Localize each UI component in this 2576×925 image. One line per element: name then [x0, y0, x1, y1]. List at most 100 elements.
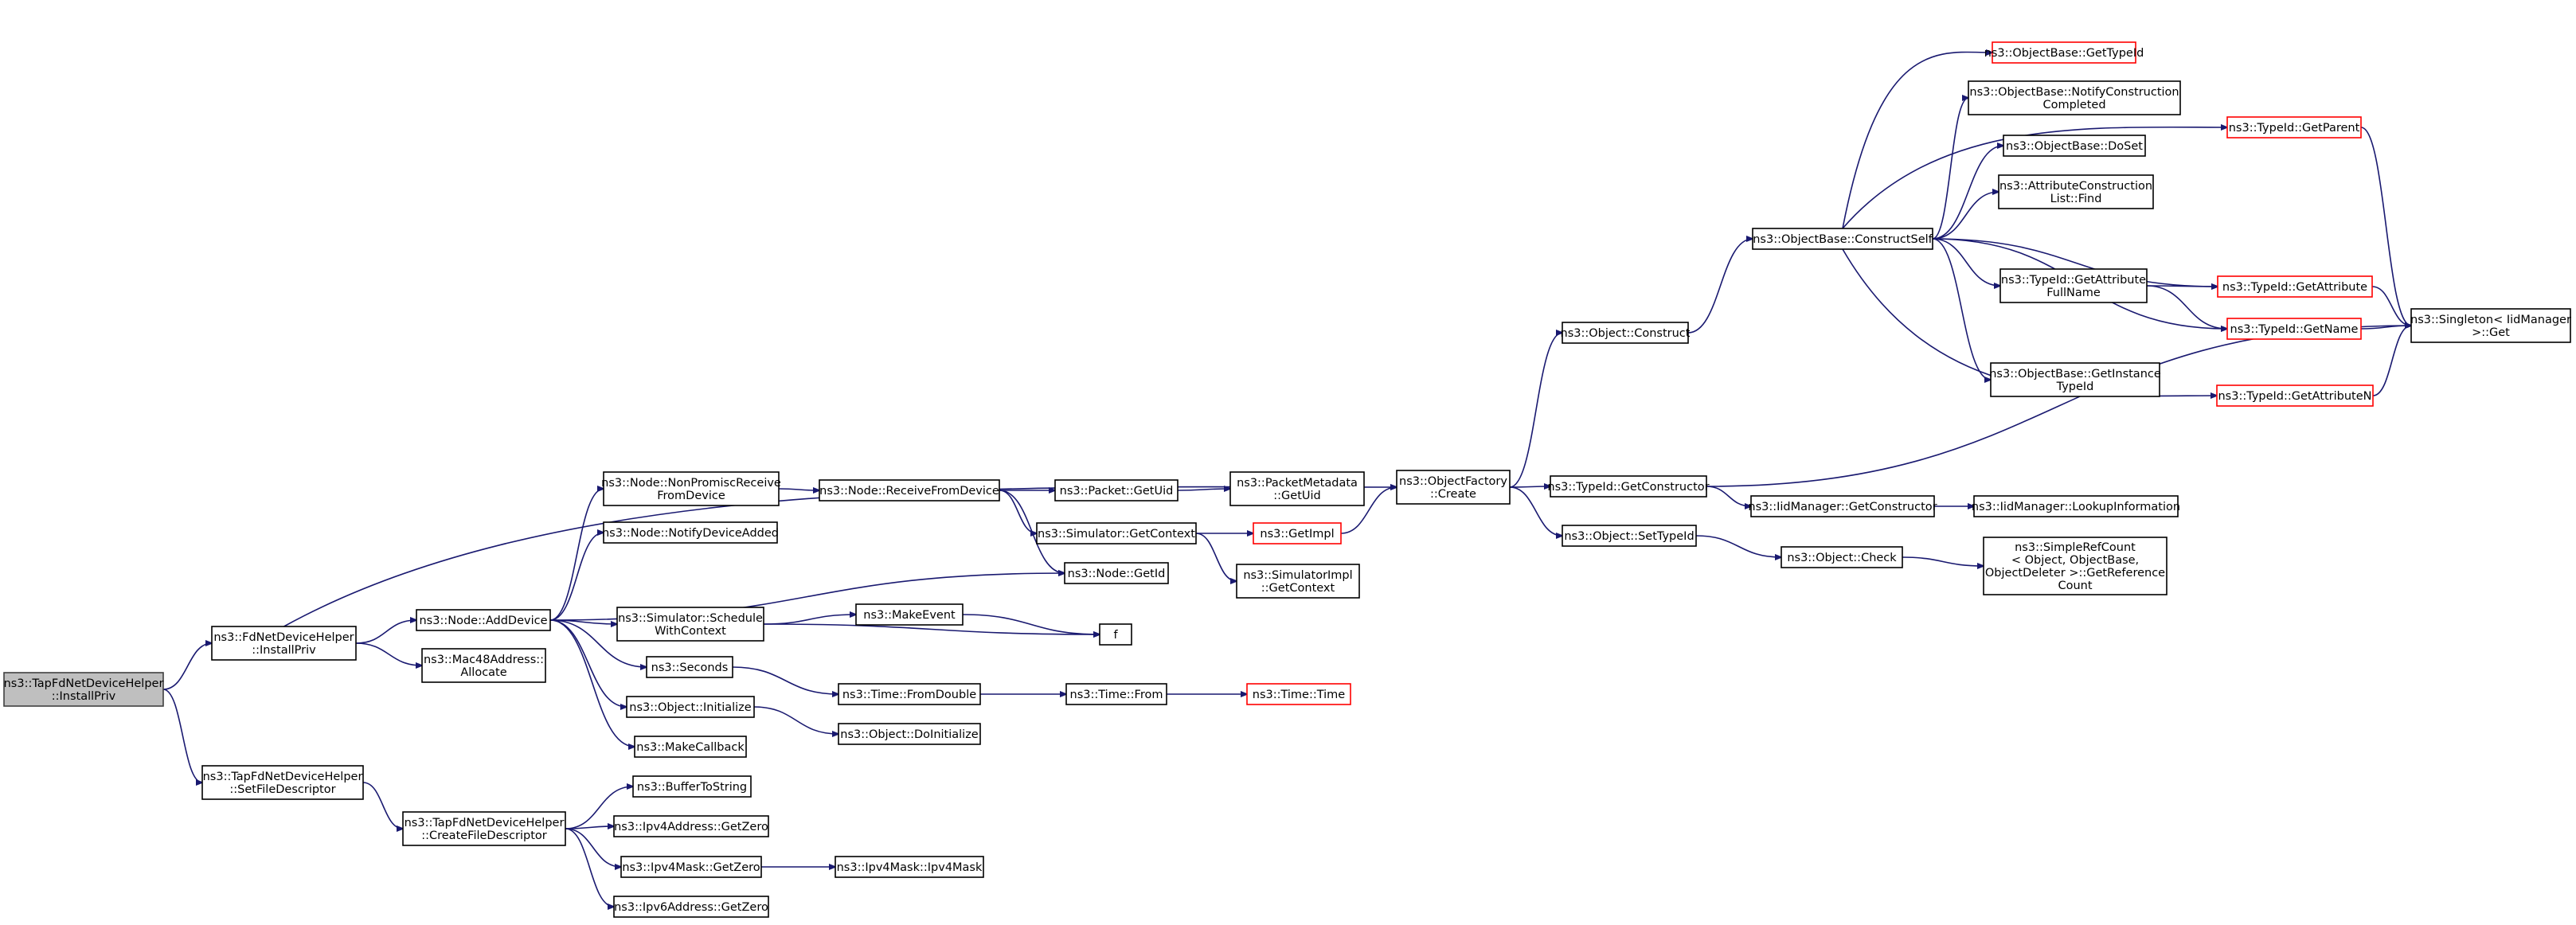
node-box[interactable]	[2226, 116, 2362, 139]
node-box[interactable]	[626, 696, 755, 718]
node-objbase_cs[interactable]: ns3::ObjectBase::ConstructSelf	[1752, 228, 1933, 250]
node-box[interactable]	[1246, 683, 1351, 705]
node-box[interactable]	[620, 856, 762, 878]
node-box[interactable]	[1562, 322, 1689, 344]
node-box[interactable]	[646, 656, 733, 678]
node-obj_settypeid[interactable]: ns3::Object::SetTypeId	[1562, 525, 1697, 547]
node-box[interactable]	[1781, 546, 1903, 568]
node-box[interactable]	[201, 765, 364, 800]
node-box[interactable]	[1064, 562, 1169, 584]
node-box[interactable]	[838, 683, 981, 705]
node-typeid_getname[interactable]: ns3::TypeId::GetName	[2226, 318, 2362, 340]
node-box[interactable]	[1968, 80, 2181, 115]
node-box[interactable]	[603, 471, 780, 506]
node-simimpl_ctx[interactable]: ns3::SimulatorImpl::GetContext	[1236, 564, 1360, 599]
node-getimpl[interactable]: ns3::GetImpl	[1253, 522, 1342, 544]
node-box[interactable]	[1065, 683, 1167, 705]
node-node_getid[interactable]: ns3::Node::GetId	[1064, 562, 1169, 584]
node-box[interactable]	[632, 775, 752, 798]
node-box[interactable]	[1999, 268, 2148, 303]
node-obj_check[interactable]: ns3::Object::Check	[1781, 546, 1903, 568]
node-box[interactable]	[1236, 564, 1360, 599]
node-box[interactable]	[1099, 623, 1132, 646]
node-pktmeta_uid[interactable]: ns3::PacketMetadata::GetUid	[1229, 471, 1365, 506]
node-box[interactable]	[2226, 318, 2362, 340]
node-box[interactable]	[1253, 522, 1342, 544]
node-objbase_doset[interactable]: ns3::ObjectBase::DoSet	[2003, 135, 2146, 157]
node-time_from[interactable]: ns3::Time::From	[1065, 683, 1167, 705]
node-obj_init[interactable]: ns3::Object::Initialize	[626, 696, 755, 718]
node-box[interactable]	[1229, 471, 1365, 506]
node-iidmgr_getctor[interactable]: ns3::IidManager::GetConstructor	[1748, 495, 1937, 517]
node-box[interactable]	[1998, 174, 2154, 209]
node-box[interactable]	[634, 736, 747, 758]
node-box[interactable]	[1973, 495, 2179, 517]
node-ipv4mask_ctor[interactable]: ns3::Ipv4Mask::Ipv4Mask	[835, 856, 984, 878]
node-node_notify[interactable]: ns3::Node::NotifyDeviceAdded	[602, 521, 779, 544]
node-box[interactable]	[1990, 362, 2160, 397]
node-node_recv[interactable]: ns3::Node::ReceiveFromDevice	[819, 479, 1000, 502]
node-objfactory[interactable]: ns3::ObjectFactory::Create	[1396, 470, 1511, 505]
node-box[interactable]	[1562, 525, 1697, 547]
node-objbase_notify[interactable]: ns3::ObjectBase::NotifyConstructionCompl…	[1968, 80, 2181, 115]
node-box[interactable]	[613, 815, 769, 837]
node-box[interactable]	[1750, 495, 1935, 517]
node-box[interactable]	[211, 626, 357, 661]
node-box[interactable]	[3, 672, 164, 707]
node-singleton[interactable]: ns3::Singleton< IidManager >::Get	[2410, 308, 2571, 343]
node-box[interactable]	[855, 603, 964, 626]
node-typeid_getattrn[interactable]: ns3::TypeId::GetAttributeN	[2216, 384, 2374, 407]
node-ipv4addr_zero[interactable]: ns3::Ipv4Address::GetZero	[613, 815, 769, 837]
node-fd_install[interactable]: ns3::FdNetDeviceHelper::InstallPriv	[211, 626, 357, 661]
node-box[interactable]	[2217, 275, 2373, 298]
node-iidmgr_lookup[interactable]: ns3::IidManager::LookupInformation	[1972, 495, 2180, 517]
node-node_add[interactable]: ns3::Node::AddDevice	[416, 609, 551, 631]
node-ipv4mask_zero[interactable]: ns3::Ipv4Mask::GetZero	[620, 856, 762, 878]
node-box[interactable]	[2003, 135, 2146, 157]
node-box[interactable]	[416, 609, 551, 631]
node-root[interactable]: ns3::TapFdNetDeviceHelper::InstallPriv	[3, 672, 164, 707]
node-box[interactable]	[613, 896, 769, 918]
node-typeid_getattr[interactable]: ns3::TypeId::GetAttribute	[2217, 275, 2373, 298]
node-box[interactable]	[1054, 479, 1179, 502]
node-makeevent[interactable]: ns3::MakeEvent	[855, 603, 964, 626]
node-time_time[interactable]: ns3::Time::Time	[1246, 683, 1351, 705]
node-box[interactable]	[1992, 41, 2136, 64]
node-box[interactable]	[1396, 470, 1511, 505]
node-seconds[interactable]: ns3::Seconds	[646, 656, 733, 678]
node-mac48[interactable]: ns3::Mac48Address::Allocate	[421, 648, 546, 683]
node-packet_uid[interactable]: ns3::Packet::GetUid	[1054, 479, 1179, 502]
node-f[interactable]: f	[1099, 623, 1132, 646]
node-obj_doinit[interactable]: ns3::Object::DoInitialize	[838, 723, 981, 745]
node-box[interactable]	[1550, 475, 1707, 498]
node-box[interactable]	[1036, 522, 1197, 544]
node-box[interactable]	[2216, 384, 2374, 407]
node-box[interactable]	[835, 856, 984, 878]
node-box[interactable]	[2410, 308, 2571, 343]
node-box[interactable]	[1752, 228, 1933, 250]
node-typeid_getctor[interactable]: ns3::TypeId::GetConstructor	[1547, 475, 1710, 498]
node-time_fromdouble[interactable]: ns3::Time::FromDouble	[838, 683, 981, 705]
node-box[interactable]	[603, 521, 778, 544]
node-typeid_getparent[interactable]: ns3::TypeId::GetParent	[2226, 116, 2362, 139]
node-box[interactable]	[1983, 537, 2168, 595]
node-box[interactable]	[421, 648, 546, 683]
node-box[interactable]	[838, 723, 981, 745]
node-makecb[interactable]: ns3::MakeCallback	[634, 736, 747, 758]
node-ipv6addr_zero[interactable]: ns3::Ipv6Address::GetZero	[613, 896, 769, 918]
node-box[interactable]	[819, 479, 1000, 502]
node-buf2str[interactable]: ns3::BufferToString	[632, 775, 752, 798]
node-obj_construct[interactable]: ns3::Object::Construct	[1561, 322, 1691, 344]
node-objbase_gettid[interactable]: ns3::ObjectBase::GetTypeId	[1984, 41, 2144, 64]
node-box[interactable]	[616, 607, 764, 642]
node-box[interactable]	[402, 811, 566, 846]
node-simplerefcount[interactable]: ns3::SimpleRefCount< Object, ObjectBase,…	[1983, 537, 2168, 595]
node-sim_ctx[interactable]: ns3::Simulator::GetContext	[1036, 522, 1197, 544]
node-tap_create[interactable]: ns3::TapFdNetDeviceHelper::CreateFileDes…	[402, 811, 566, 846]
node-tap_setfd[interactable]: ns3::TapFdNetDeviceHelper::SetFileDescri…	[201, 765, 364, 800]
